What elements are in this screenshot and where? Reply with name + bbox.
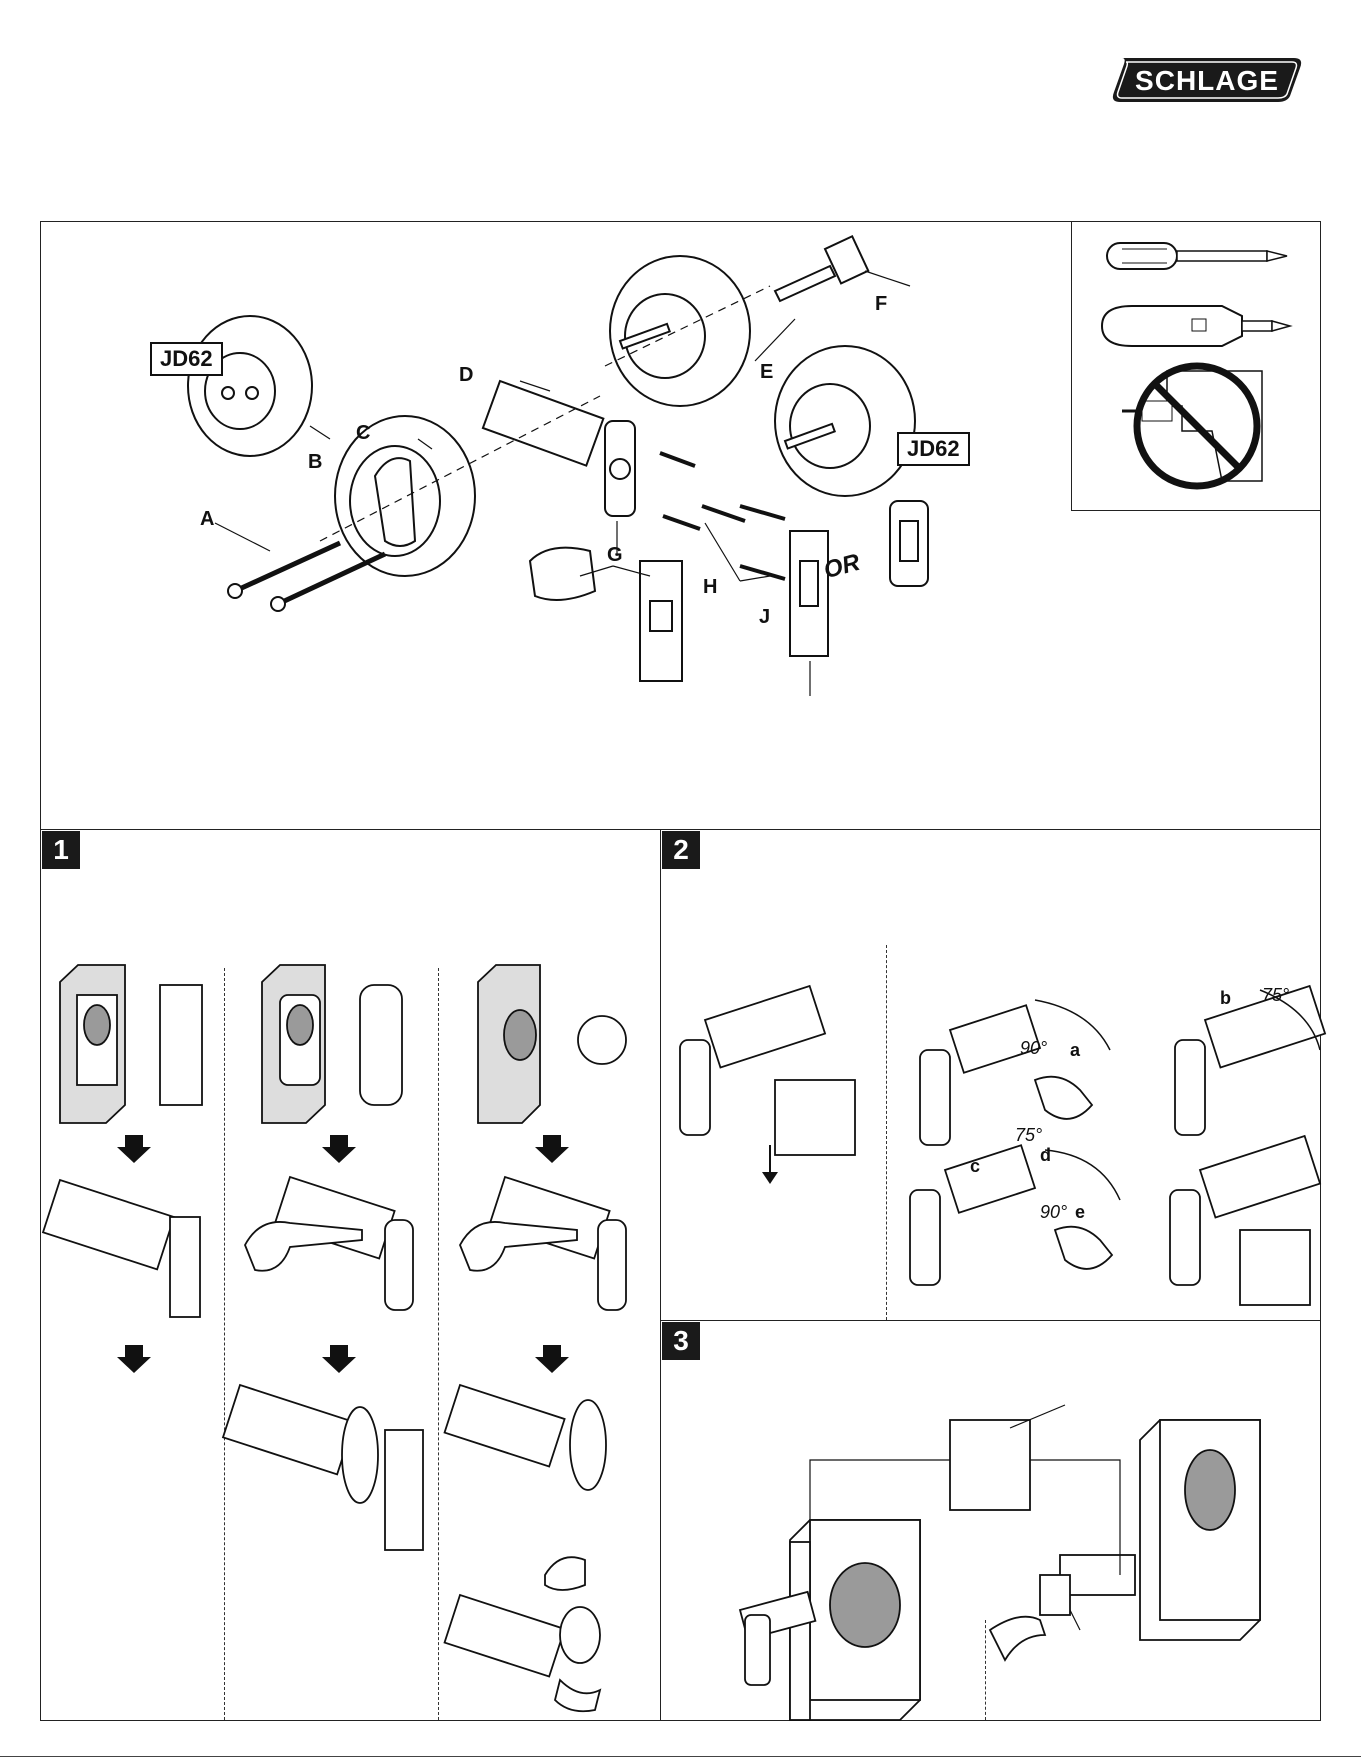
step-number-3: 3 xyxy=(662,1322,700,1360)
substep-a: a xyxy=(1070,1040,1080,1061)
divider xyxy=(660,1320,1321,1321)
substep-c: c xyxy=(970,1156,980,1177)
angle-a: 90° xyxy=(1020,1038,1047,1059)
callout-f: F xyxy=(875,293,887,316)
step-number-2: 2 xyxy=(662,831,700,869)
callout-g: G xyxy=(607,544,623,567)
schlage-logo: SCHLAGE xyxy=(1108,56,1306,104)
callout-a: A xyxy=(200,508,214,531)
angle-d: 75° xyxy=(1015,1125,1042,1146)
callout-b: B xyxy=(308,451,322,474)
step-number-1: 1 xyxy=(42,831,80,869)
step-2-illustration: a 90° b 75° c d 75° e 90° xyxy=(660,940,1321,1320)
step-1-illustration xyxy=(40,955,660,1720)
divider xyxy=(40,829,1321,830)
logo-text: SCHLAGE xyxy=(1108,65,1306,97)
model-label: JD62 xyxy=(150,342,223,376)
screwdriver-icon xyxy=(1107,243,1287,269)
latch-d xyxy=(483,381,603,466)
callout-c: C xyxy=(356,422,370,445)
parts-diagram: JD62 JD62 A B C D E F G H J OR xyxy=(40,221,1070,829)
angle-e: 90° xyxy=(1040,1202,1067,1223)
callout-h: H xyxy=(703,576,717,599)
model-label: JD62 xyxy=(897,432,970,466)
substep-b: b xyxy=(1220,988,1231,1009)
ratchet-screwdriver-icon xyxy=(1102,306,1290,346)
callout-e: E xyxy=(760,361,773,384)
page-bottom-rule xyxy=(0,1756,1361,1757)
step-3-illustration xyxy=(660,1360,1321,1720)
substep-e: e xyxy=(1075,1202,1085,1223)
tools-panel xyxy=(1071,221,1321,511)
no-power-drill-icon xyxy=(1122,366,1262,486)
substep-d: d xyxy=(1040,1145,1051,1166)
angle-b: 75° xyxy=(1262,985,1289,1006)
callout-d: D xyxy=(459,364,473,387)
callout-j: J xyxy=(759,606,770,629)
